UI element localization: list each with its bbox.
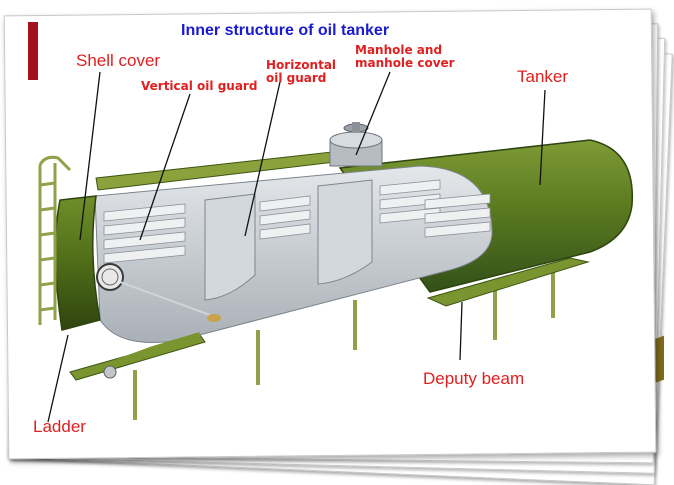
label-shell-cover: Shell cover (76, 52, 160, 70)
label-manhole: Manhole and manhole cover (355, 44, 455, 70)
label-vertical-oil-guard: Vertical oil guard (141, 80, 257, 93)
label-manhole-line1: Manhole and (355, 44, 455, 57)
label-deputy-beam: Deputy beam (423, 370, 524, 388)
label-tanker: Tanker (517, 68, 568, 86)
manhole-cover (330, 122, 382, 166)
label-horizontal-oil-guard-line1: Horizontal (266, 59, 336, 72)
label-ladder: Ladder (33, 418, 86, 436)
diagram-title: Inner structure of oil tanker (181, 22, 389, 40)
gauge-icon (97, 264, 123, 290)
shell-cover (55, 196, 100, 330)
label-manhole-line2: manhole cover (355, 57, 455, 70)
label-horizontal-oil-guard-line2: oil guard (266, 72, 336, 85)
label-horizontal-oil-guard: Horizontal oil guard (266, 59, 336, 85)
red-accent-tab (28, 22, 38, 80)
